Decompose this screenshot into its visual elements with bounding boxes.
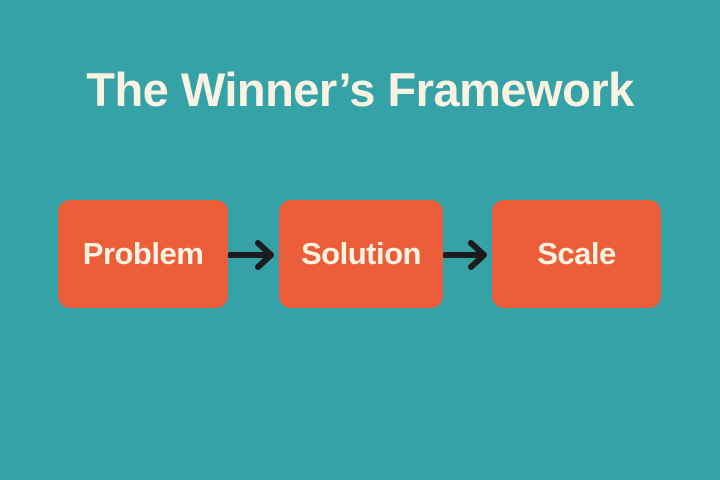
arrow-icon [228,240,274,270]
step-problem: Problem [58,200,228,308]
diagram-title: The Winner’s Framework [86,63,634,116]
step-solution: Solution [279,200,443,308]
step-scale: Scale [492,200,661,308]
arrow-icon [443,240,487,270]
